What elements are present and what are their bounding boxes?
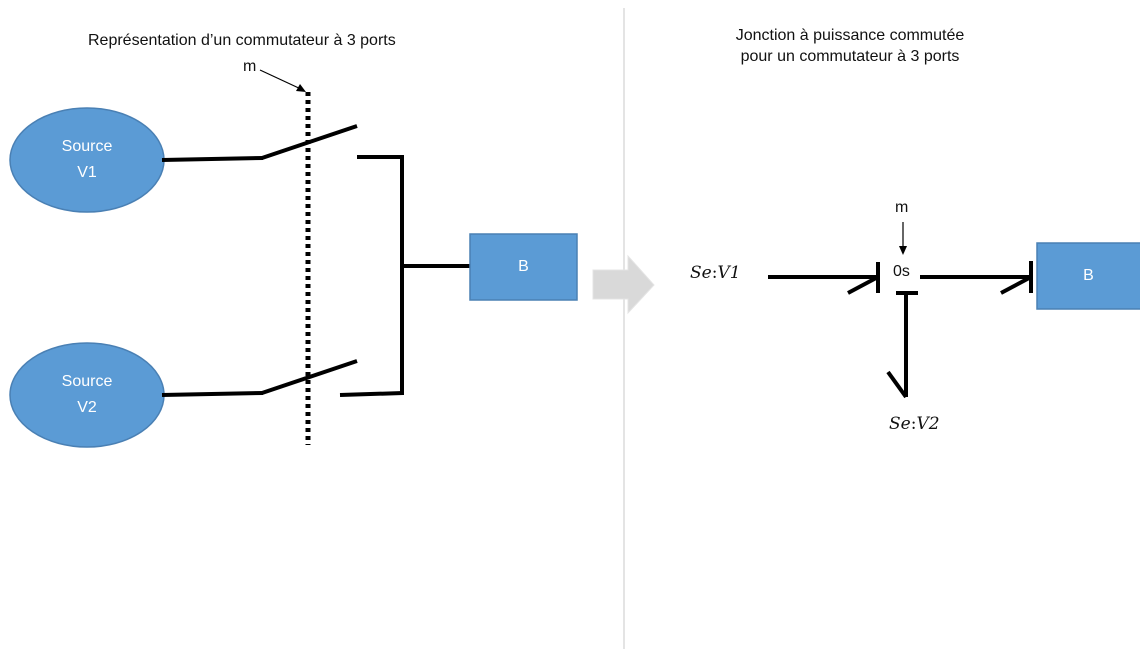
transition-arrow (592, 254, 655, 315)
source-v1-sep: : (711, 263, 718, 283)
control-arrow-left-shaft (259, 69, 304, 91)
source-v2-sep: : (910, 414, 917, 434)
source-v1-prefix: Se (690, 263, 712, 283)
wire-source-v2 (161, 391, 264, 397)
source-v2-value: V2 (916, 414, 940, 434)
right-control-label: m (895, 199, 909, 216)
junction-label: 0s (893, 263, 910, 280)
source-v1-label: Source V1 (37, 134, 137, 185)
left-panel-title: Représentation d’un commutateur à 3 port… (88, 32, 396, 49)
load-label-right: B (1083, 267, 1094, 284)
source-v2-label: Source V2 (37, 369, 137, 420)
right-panel-title: Jonction à puissance commutée pour un co… (730, 26, 970, 68)
bond-v1-half-arrow (847, 275, 879, 295)
source-v2-prefix: Se (889, 414, 911, 434)
source-v1-line1: Source (61, 138, 113, 155)
control-arrow-left-head (296, 84, 306, 92)
load-box-left (469, 233, 578, 301)
left-control-label: m (243, 58, 257, 75)
source-v2-bond-label: Se:V2 (889, 413, 940, 435)
load-label-left: B (518, 258, 529, 275)
bond-load-half-arrow (1000, 275, 1032, 295)
control-arrow-right-head (899, 246, 907, 255)
bond-v2-half-arrow (886, 370, 908, 399)
source-v2-line1: Source (61, 373, 113, 390)
wire-source-v1 (161, 156, 264, 162)
switch-2-blade (261, 359, 358, 395)
right-panel-title-line2: pour un commutateur à 3 ports (740, 47, 960, 65)
right-panel-title-line1: Jonction à puissance commutée (735, 27, 965, 44)
source-v2-line2: V2 (77, 398, 97, 416)
contact-2 (339, 391, 404, 397)
load-box-right (1036, 242, 1140, 310)
source-v1-bond-label: Se:V1 (690, 262, 741, 284)
source-v1-line2: V1 (77, 163, 97, 181)
source-v1-value: V1 (717, 263, 741, 283)
